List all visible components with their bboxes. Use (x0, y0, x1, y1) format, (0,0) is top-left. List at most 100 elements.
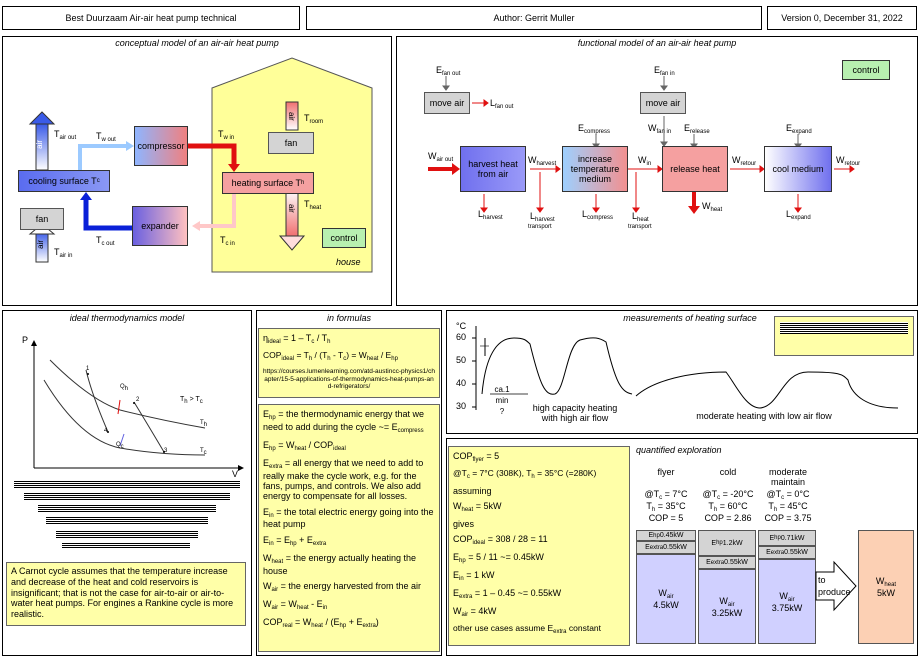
t-heat-t: T (304, 199, 310, 209)
cool-label: cool medium (772, 164, 824, 174)
moderate-wair-sub: air (787, 596, 795, 603)
ehp-def-sub2: compress (397, 427, 424, 434)
carnot-note-text: A Carnot cycle assumes that the temperat… (11, 566, 234, 620)
ein-eq-e: E (263, 534, 270, 545)
fan-label-inside: fan (284, 138, 298, 148)
pv-point-3: 3 (164, 448, 168, 454)
pv-qh-label: Q (120, 384, 125, 390)
calc-l2: @T (453, 467, 467, 478)
t-room-t: T (304, 113, 310, 123)
w-in: Win (638, 155, 651, 168)
eta-sub: ideal (268, 339, 281, 345)
calc-l2-sub: c (466, 473, 470, 480)
e-fan-out-sub: fan out (442, 71, 461, 77)
pv-point-2: 2 (136, 397, 140, 403)
t-w-out-sub: w out (101, 137, 116, 143)
flyer-ehp-sub: hp (653, 532, 660, 539)
ehp-eq-rest2: / COP (306, 439, 334, 450)
pv-tc-c: c (199, 399, 203, 405)
cold-eex-val: 0.55kW (724, 559, 748, 566)
e-fan-in-sub: fan in (660, 71, 675, 77)
copreal-rest2: / (E (322, 616, 340, 627)
move-air-box-in: move air (640, 92, 686, 114)
control-label-conceptual: control (330, 233, 358, 243)
moderate-th: Th = 45°C (758, 501, 818, 514)
conceptual-title: conceptual model of an air-air heat pump (115, 38, 279, 48)
e-release-sub: release (690, 129, 710, 135)
moderate-cop: COP = 3.75 (764, 513, 812, 523)
copreal-sub3: hp (339, 622, 347, 629)
moderate-tc-sub: c (781, 495, 785, 501)
eta-sym: η (263, 333, 269, 343)
pv-tc-sub: c (203, 450, 207, 456)
calc-l10-rest: = 4kW (468, 605, 497, 616)
calc-l9: E (453, 588, 460, 599)
t-heat-sub: heat (309, 205, 322, 211)
header-author-text: Author: Gerrit Muller (493, 13, 575, 23)
wheat-sub: heat (884, 582, 897, 588)
flyer-wair-w: W (658, 588, 667, 598)
flyer-th-sub: h (651, 507, 656, 513)
calc-l7-sub: hp (459, 558, 466, 565)
e-compress-t: E (578, 123, 585, 133)
calc-l4-rest: = 5kW (473, 501, 502, 512)
copreal-sym: COP (263, 616, 283, 627)
l-fan-out-t: L (490, 98, 496, 108)
calc-line-3: assuming (453, 485, 492, 496)
w-in-t: W (638, 155, 647, 165)
cop-h2: h (327, 355, 331, 362)
move-air-label-out: move air (429, 98, 465, 108)
l-harvest-transport-sub: harvest (535, 217, 555, 223)
wair-eq-sub3: in (322, 604, 328, 611)
t-room: Troom (304, 113, 323, 126)
t-air-in-t: T (54, 247, 60, 257)
l-harvest-sub: harvest (483, 215, 503, 221)
move-air-label-in: move air (645, 98, 681, 108)
l-heat: Lheat (632, 211, 649, 224)
calc-l11-rest: constant (566, 622, 602, 633)
copreal-equation: COPreal = Wheat / (Ehp + Eextra) (263, 617, 435, 630)
wair-def-rest: = the energy harvested from the air (278, 580, 421, 591)
moderate-ehp-e: E (769, 534, 775, 542)
cold-ehp-val: 1.2kW (722, 539, 743, 547)
ehp-def-e: E (263, 409, 270, 419)
calc-line-9: Eextra = 1 – 0.45 ~= 0.55kW (453, 588, 625, 601)
fan-label-outside: fan (35, 214, 49, 224)
calc-l11: other use cases assume E (453, 622, 554, 633)
control-box-functional: control (842, 60, 890, 80)
w-fan-in: Wfan in (648, 123, 671, 136)
obscured-band-meas (780, 322, 908, 334)
l-harvest-transport-t: L (530, 211, 536, 221)
calc-l6-rest: = 308 / 28 = 11 (485, 534, 548, 545)
calc-l10-sub: air (461, 611, 469, 618)
header-title-text: Best Duurzaam Air-air heat pump technica… (65, 13, 237, 23)
w-heat: Wheat (702, 201, 722, 214)
flyer-wair-val: 4.5kW (653, 600, 679, 610)
wair-eq-rest2: - E (308, 598, 323, 609)
pv-th-label: T (200, 420, 204, 426)
t-w-in-t: T (218, 129, 224, 139)
calc-line-4: Wheat = 5kW (453, 501, 625, 514)
wair-def-w: W (263, 580, 272, 591)
pv-th-gt-tc: Th > Tc (180, 396, 203, 406)
wheat-def-w: W (263, 552, 272, 563)
t-air-out-sub: air out (59, 135, 77, 141)
w-heat-t: W (702, 201, 711, 211)
copreal-sub2: heat (311, 622, 323, 629)
wair-def-sub: air (271, 586, 279, 593)
w-retour-t: W (732, 155, 741, 165)
transport-2: transport (628, 224, 652, 230)
wheat-w: W (875, 576, 885, 586)
calc-l9-rest: = 1 – 0.45 ~= 0.55kW (472, 588, 562, 599)
flyer-wair-label: Wair (658, 588, 673, 600)
e-release-t: E (684, 123, 691, 133)
expander-box: expander (132, 206, 188, 246)
l-harvest-t: L (478, 209, 484, 219)
pv-axis-v: V (232, 469, 239, 479)
w-fan-in-t: W (648, 123, 657, 133)
cooling-surface-label: cooling surface T (28, 176, 97, 186)
l-expand: Lexpand (786, 209, 811, 222)
